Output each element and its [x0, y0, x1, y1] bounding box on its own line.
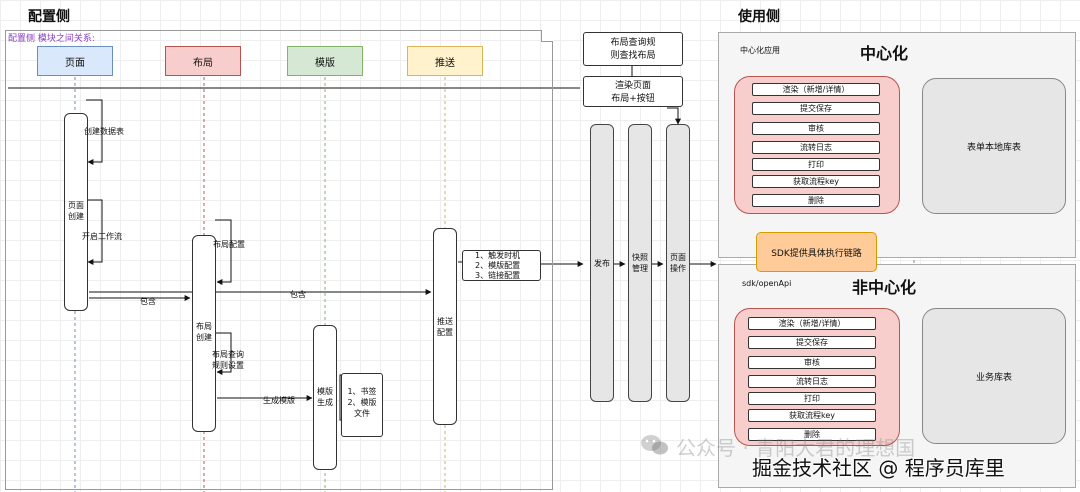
centralized-func-submit: 提交保存	[752, 102, 880, 115]
note-layout-config: 布局配置	[213, 240, 245, 249]
config-frame	[5, 30, 553, 490]
push-steps-node: 1、触发时机 2、模版配置 3、链接配置	[462, 250, 541, 281]
page-ops-label: 页面 操作	[670, 253, 686, 273]
wechat-icon	[640, 433, 670, 457]
snapshot-bar	[628, 124, 652, 402]
layout-query-rule-node: 布局查询规 则查找布局	[583, 32, 683, 66]
snapshot-label: 快照 管理	[632, 253, 648, 273]
decentralized-api-label: sdk/openApi	[742, 279, 792, 288]
publish-label: 发布	[594, 259, 610, 268]
page-ops-bar	[666, 124, 690, 402]
decentralized-store: 业务库表	[922, 308, 1066, 444]
note-layout-create: 布局 创建	[196, 322, 212, 342]
render-page-label: 渲染页面	[614, 81, 651, 91]
use-side-title: 使用侧	[738, 9, 780, 25]
config-side-title: 配置侧	[28, 9, 70, 25]
header-push: 推送	[407, 46, 483, 76]
decentralized-title: 非中心化	[852, 278, 917, 297]
decentralized-func-delete: 删除	[748, 428, 876, 441]
decentralized-func-log: 流转日志	[748, 375, 876, 388]
note-contain-2: 包含	[290, 290, 306, 299]
note-generate-template: 生成模版	[263, 396, 295, 405]
centralized-func-log: 流转日志	[752, 141, 880, 154]
decentralized-func-key: 获取流程key	[748, 409, 876, 422]
decentralized-func-review: 审核	[748, 356, 876, 369]
sdk-chain-box: SDK提供具体执行链路	[756, 232, 877, 272]
centralized-func-review: 审核	[752, 122, 880, 135]
centralized-func-render: 渲染（新增/详情）	[752, 83, 880, 96]
note-contain-1: 包含	[140, 297, 156, 306]
centralized-func-delete: 删除	[752, 194, 880, 207]
publish-bar	[590, 124, 614, 402]
header-page: 页面	[37, 46, 113, 76]
header-template: 模版	[287, 46, 363, 76]
watermark-line2: 掘金技术社区 @ 程序员库里	[752, 456, 1005, 480]
section-label: 配置侧 模块之间关系:	[8, 34, 95, 44]
centralized-store: 表单本地库表	[922, 78, 1066, 214]
decentralized-func-submit: 提交保存	[748, 336, 876, 349]
centralized-title: 中心化	[860, 44, 909, 63]
frame-corner	[541, 30, 553, 42]
note-page-create: 页面 创建	[68, 201, 84, 221]
centralized-func-key: 获取流程key	[752, 175, 880, 188]
note-template-generate: 模版 生成	[317, 387, 333, 407]
render-page-node: 渲染页面 布局+按钮	[583, 76, 683, 107]
page-activation-bar	[64, 113, 88, 311]
template-activation-bar	[313, 325, 337, 470]
centralized-app-label: 中心化应用	[740, 46, 780, 55]
watermark-line1: 公众号 · 青阳大君的理想国	[676, 436, 916, 460]
centralized-func-print: 打印	[752, 158, 880, 171]
decentralized-func-print: 打印	[748, 392, 876, 405]
layout-activation-bar	[192, 235, 216, 432]
header-layout: 布局	[165, 46, 241, 76]
layout-button-label: 布局+按钮	[611, 94, 655, 104]
note-push-config: 推送 配置	[437, 317, 453, 337]
note-create-table: 创建数据表	[84, 127, 124, 136]
push-activation-bar	[433, 228, 457, 425]
decentralized-func-render: 渲染（新增/详情）	[748, 317, 876, 330]
bookmark-file-node: 1、书签 2、模版 文件	[341, 373, 383, 437]
note-layout-query: 布局查询 规则设置	[212, 350, 244, 370]
note-start-workflow: 开启工作流	[82, 232, 122, 241]
